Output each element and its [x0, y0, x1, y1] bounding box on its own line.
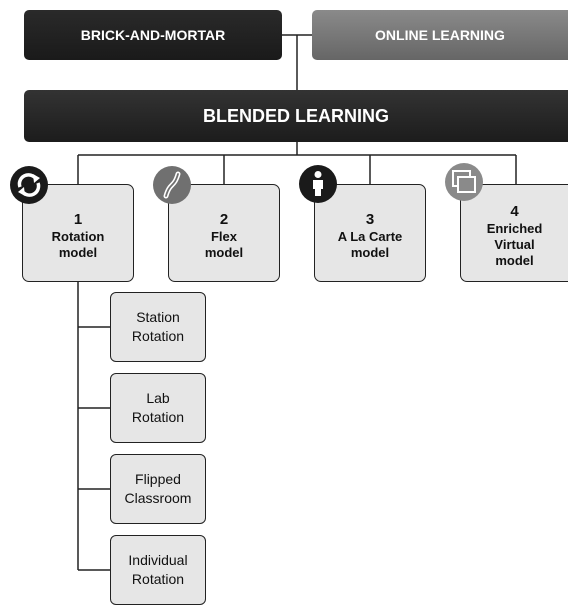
- blended-learning-label: BLENDED LEARNING: [202, 105, 389, 126]
- model-number: 2: [219, 211, 229, 228]
- online-learning-bar: ONLINE LEARNING: [312, 10, 568, 60]
- rotation-type-individual: Individual Rotation: [110, 535, 206, 605]
- rotation-type-flipped-classroom: Flipped Classroom: [110, 454, 206, 524]
- model-label-line: Rotation: [51, 229, 105, 244]
- rotation-type-station: Station Rotation: [110, 292, 206, 362]
- rotation-type-label-line: Lab: [146, 390, 170, 406]
- rotation-type-label-line: Rotation: [131, 328, 185, 344]
- rotation-type-label-line: Rotation: [131, 571, 185, 587]
- rotation-type-label-line: Classroom: [124, 490, 192, 506]
- rotation-type-label-line: Flipped: [135, 471, 181, 487]
- rotation-type-label-line: Station: [136, 309, 180, 325]
- model-box-a-la-carte: 3 A La Carte model: [314, 184, 426, 282]
- blended-learning-bar: BLENDED LEARNING: [24, 90, 568, 142]
- person-icon: [298, 164, 338, 204]
- model-box-rotation: 1 Rotation model: [22, 184, 134, 282]
- model-number: 3: [365, 211, 375, 228]
- model-number: 4: [510, 203, 519, 220]
- stacked-windows-icon: [444, 162, 484, 202]
- model-label-line: Enriched: [486, 221, 543, 236]
- model-label-line: model: [495, 253, 534, 268]
- model-label-line: Flex: [210, 229, 237, 244]
- brick-and-mortar-bar: BRICK-AND-MORTAR: [24, 10, 282, 60]
- rotation-type-lab: Lab Rotation: [110, 373, 206, 443]
- rotation-type-label-line: Individual: [128, 552, 188, 568]
- flex-curve-icon: [152, 165, 192, 205]
- online-learning-label: ONLINE LEARNING: [375, 27, 505, 43]
- model-label-line: model: [204, 245, 244, 260]
- model-label-line: model: [58, 245, 98, 260]
- rotation-type-label-line: Rotation: [131, 409, 185, 425]
- brick-and-mortar-label: BRICK-AND-MORTAR: [80, 27, 226, 43]
- rotation-arrows-icon: [9, 165, 49, 205]
- model-box-enriched-virtual: 4 Enriched Virtual model: [460, 184, 568, 282]
- model-label-line: model: [350, 245, 390, 260]
- model-label-line: A La Carte: [337, 229, 403, 244]
- model-box-flex: 2 Flex model: [168, 184, 280, 282]
- model-number: 1: [73, 211, 83, 228]
- model-label-line: Virtual: [494, 237, 535, 252]
